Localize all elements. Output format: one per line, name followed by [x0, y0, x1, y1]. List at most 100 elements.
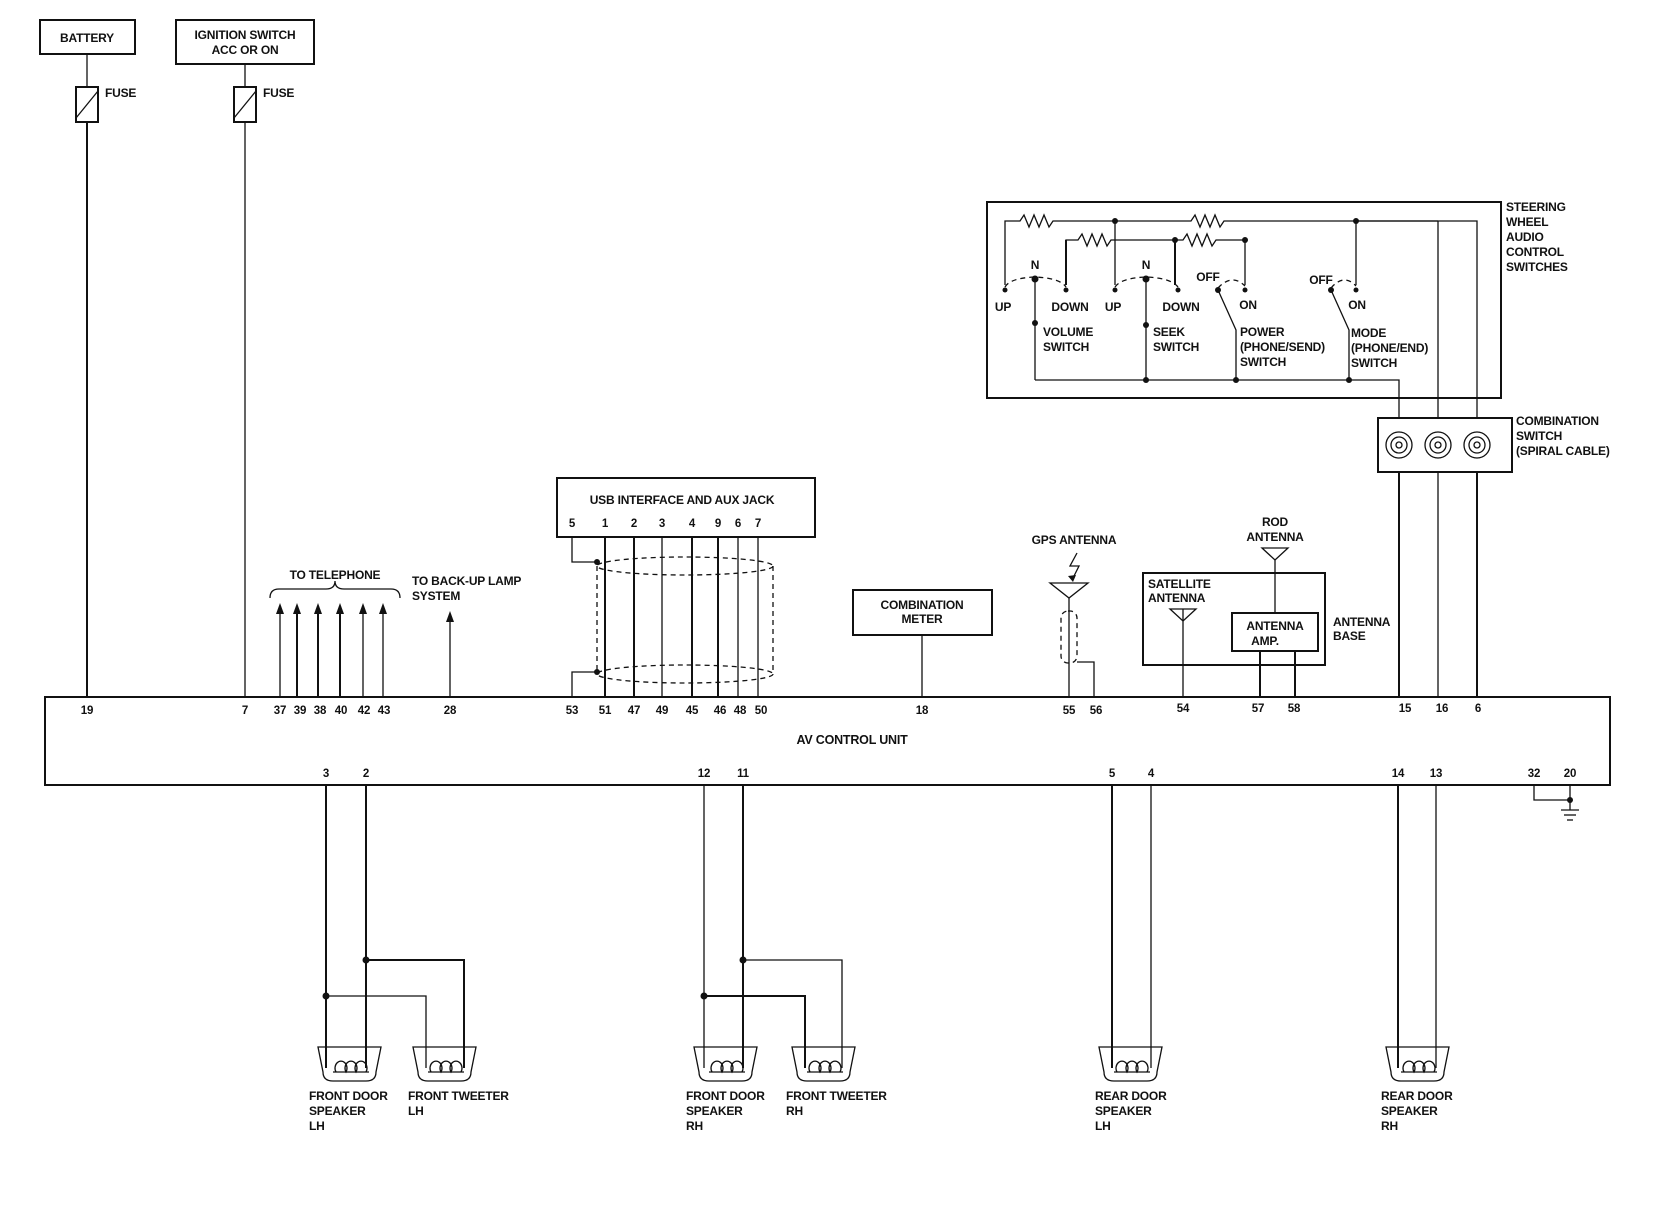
- pin-50: 50: [755, 705, 767, 717]
- gps-antenna: GPS ANTENNA: [1032, 533, 1117, 697]
- volume-switch-label-2: SWITCH: [1043, 340, 1089, 354]
- mode-on-label: ON: [1348, 298, 1366, 312]
- front-door-lh-label-1: FRONT DOOR: [309, 1089, 388, 1103]
- combo-switch-label-2: SWITCH: [1516, 429, 1562, 443]
- front-door-rh-label-1: FRONT DOOR: [686, 1089, 765, 1103]
- rear-door-speaker-rh: REAR DOOR SPEAKER RH: [1381, 785, 1453, 1133]
- seek-down-label: DOWN: [1162, 300, 1199, 314]
- backup-label-1: TO BACK-UP LAMP: [412, 574, 521, 588]
- rear-door-rh-label-2: SPEAKER: [1381, 1104, 1438, 1118]
- front-door-speaker-rh: FRONT DOOR SPEAKER RH: [686, 1046, 765, 1133]
- speaker-icon: [412, 1046, 477, 1082]
- usb-wires: [571, 537, 759, 697]
- antenna-amp-box: [1231, 612, 1319, 652]
- pin-37: 37: [274, 705, 286, 717]
- usb-pin-6: 6: [735, 518, 741, 530]
- usb-pin-7: 7: [755, 518, 761, 530]
- antenna-base-label-2: BASE: [1333, 629, 1366, 643]
- ignition-fuse-label: FUSE: [263, 86, 294, 100]
- front-tweeter-lh-label-2: LH: [408, 1104, 424, 1118]
- antenna-base-label-1: ANTENNA: [1333, 615, 1391, 629]
- pin-18: 18: [916, 705, 929, 717]
- combo-switch-label-1: COMBINATION: [1516, 414, 1599, 428]
- pin-32: 32: [1528, 768, 1540, 780]
- pin-46: 46: [714, 705, 726, 717]
- pin-15: 15: [1399, 703, 1412, 715]
- antenna-amp-label-2: AMP.: [1251, 634, 1279, 648]
- rear-door-rh-label-3: RH: [1381, 1119, 1398, 1133]
- pin-12: 12: [698, 768, 710, 780]
- battery-fuse-label: FUSE: [105, 86, 136, 100]
- volume-up-label: UP: [995, 300, 1011, 314]
- pin-39: 39: [294, 705, 306, 717]
- satellite-antenna-label-1: SATELLITE: [1148, 577, 1211, 591]
- rear-door-rh-label-1: REAR DOOR: [1381, 1089, 1453, 1103]
- pin-2: 2: [363, 768, 369, 780]
- usb-pin-9: 9: [715, 518, 721, 530]
- meter-label-2: METER: [901, 612, 943, 626]
- steering-switch-box: [986, 201, 1502, 399]
- pin-16: 16: [1436, 703, 1448, 715]
- usb-pin-3: 3: [659, 518, 665, 530]
- seek-up-label: UP: [1105, 300, 1121, 314]
- volume-n-label: N: [1031, 258, 1039, 272]
- av-control-unit: AV CONTROL UNIT 19 7 37 39 38 40 42 43 2…: [44, 696, 1611, 786]
- speaker-icon: [1385, 1046, 1450, 1082]
- ignition-supply: IGNITION SWITCH ACC OR ON FUSE: [175, 19, 315, 697]
- front-tweeter-rh: FRONT TWEETER RH: [786, 1046, 887, 1118]
- pin-40: 40: [335, 705, 347, 717]
- pin-57: 57: [1252, 703, 1264, 715]
- combination-meter: COMBINATION METER: [852, 589, 993, 697]
- satellite-antenna-label-2: ANTENNA: [1148, 591, 1206, 605]
- front-rh-speakers: [700, 785, 843, 1068]
- steering-label-4: CONTROL: [1506, 245, 1564, 259]
- pin-47: 47: [628, 705, 640, 717]
- steering-label-1: STEERING: [1506, 200, 1566, 214]
- spiral-icon: [1424, 431, 1452, 459]
- telephone-connections: TO TELEPHONE: [269, 568, 401, 697]
- volume-down-label: DOWN: [1051, 300, 1088, 314]
- pin-49: 49: [656, 705, 668, 717]
- switch-network-wiring: [1002, 213, 1478, 418]
- front-tweeter-lh-label-1: FRONT TWEETER: [408, 1089, 509, 1103]
- front-door-lh-label-2: SPEAKER: [309, 1104, 366, 1118]
- meter-label-1: COMBINATION: [881, 598, 964, 612]
- usb-interface-box: [556, 477, 816, 538]
- pin-3: 3: [323, 768, 329, 780]
- usb-interface: USB INTERFACE AND AUX JACK 5 1 2 3 4 9 6…: [556, 477, 816, 697]
- front-tweeter-lh: FRONT TWEETER LH: [408, 1046, 509, 1118]
- telephone-wires: [276, 603, 387, 697]
- pin-14: 14: [1392, 768, 1405, 780]
- rod-antenna-label-1: ROD: [1262, 515, 1289, 529]
- usb-pin-1: 1: [602, 518, 609, 530]
- front-tweeter-rh-label-1: FRONT TWEETER: [786, 1089, 887, 1103]
- pin-28: 28: [444, 705, 457, 717]
- usb-interface-label: USB INTERFACE AND AUX JACK: [590, 493, 775, 507]
- steering-label-2: WHEEL: [1506, 215, 1548, 229]
- volume-switch-label-1: VOLUME: [1043, 325, 1093, 339]
- speaker-icon: [1098, 1046, 1163, 1082]
- backup-lamp-connection: TO BACK-UP LAMP SYSTEM: [412, 574, 522, 697]
- speaker-icon: [791, 1046, 856, 1082]
- steering-wheel-audio-switches: STEERING WHEEL AUDIO CONTROL SWITCHES: [986, 200, 1568, 418]
- mode-switch-label-1: MODE: [1351, 326, 1386, 340]
- pin-56: 56: [1090, 705, 1102, 717]
- seek-switch-label-1: SEEK: [1153, 325, 1185, 339]
- pin-4: 4: [1148, 768, 1155, 780]
- front-tweeter-rh-label-2: RH: [786, 1104, 803, 1118]
- pin-11: 11: [737, 768, 750, 780]
- pin-45: 45: [686, 705, 699, 717]
- pin-5: 5: [1109, 768, 1116, 780]
- front-door-lh-label-3: LH: [309, 1119, 325, 1133]
- front-lh-speakers: [322, 785, 465, 1068]
- pin-13: 13: [1430, 768, 1442, 780]
- pin-19: 19: [81, 705, 93, 717]
- av-control-unit-box: [44, 696, 1611, 786]
- spiral-icon: [1463, 431, 1491, 459]
- pin-53: 53: [566, 705, 578, 717]
- pin-43: 43: [378, 705, 390, 717]
- rod-antenna-label-2: ANTENNA: [1246, 530, 1304, 544]
- power-switch-label-2: (PHONE/SEND): [1240, 340, 1325, 354]
- front-door-rh-label-3: RH: [686, 1119, 703, 1133]
- steering-label-3: AUDIO: [1506, 230, 1544, 244]
